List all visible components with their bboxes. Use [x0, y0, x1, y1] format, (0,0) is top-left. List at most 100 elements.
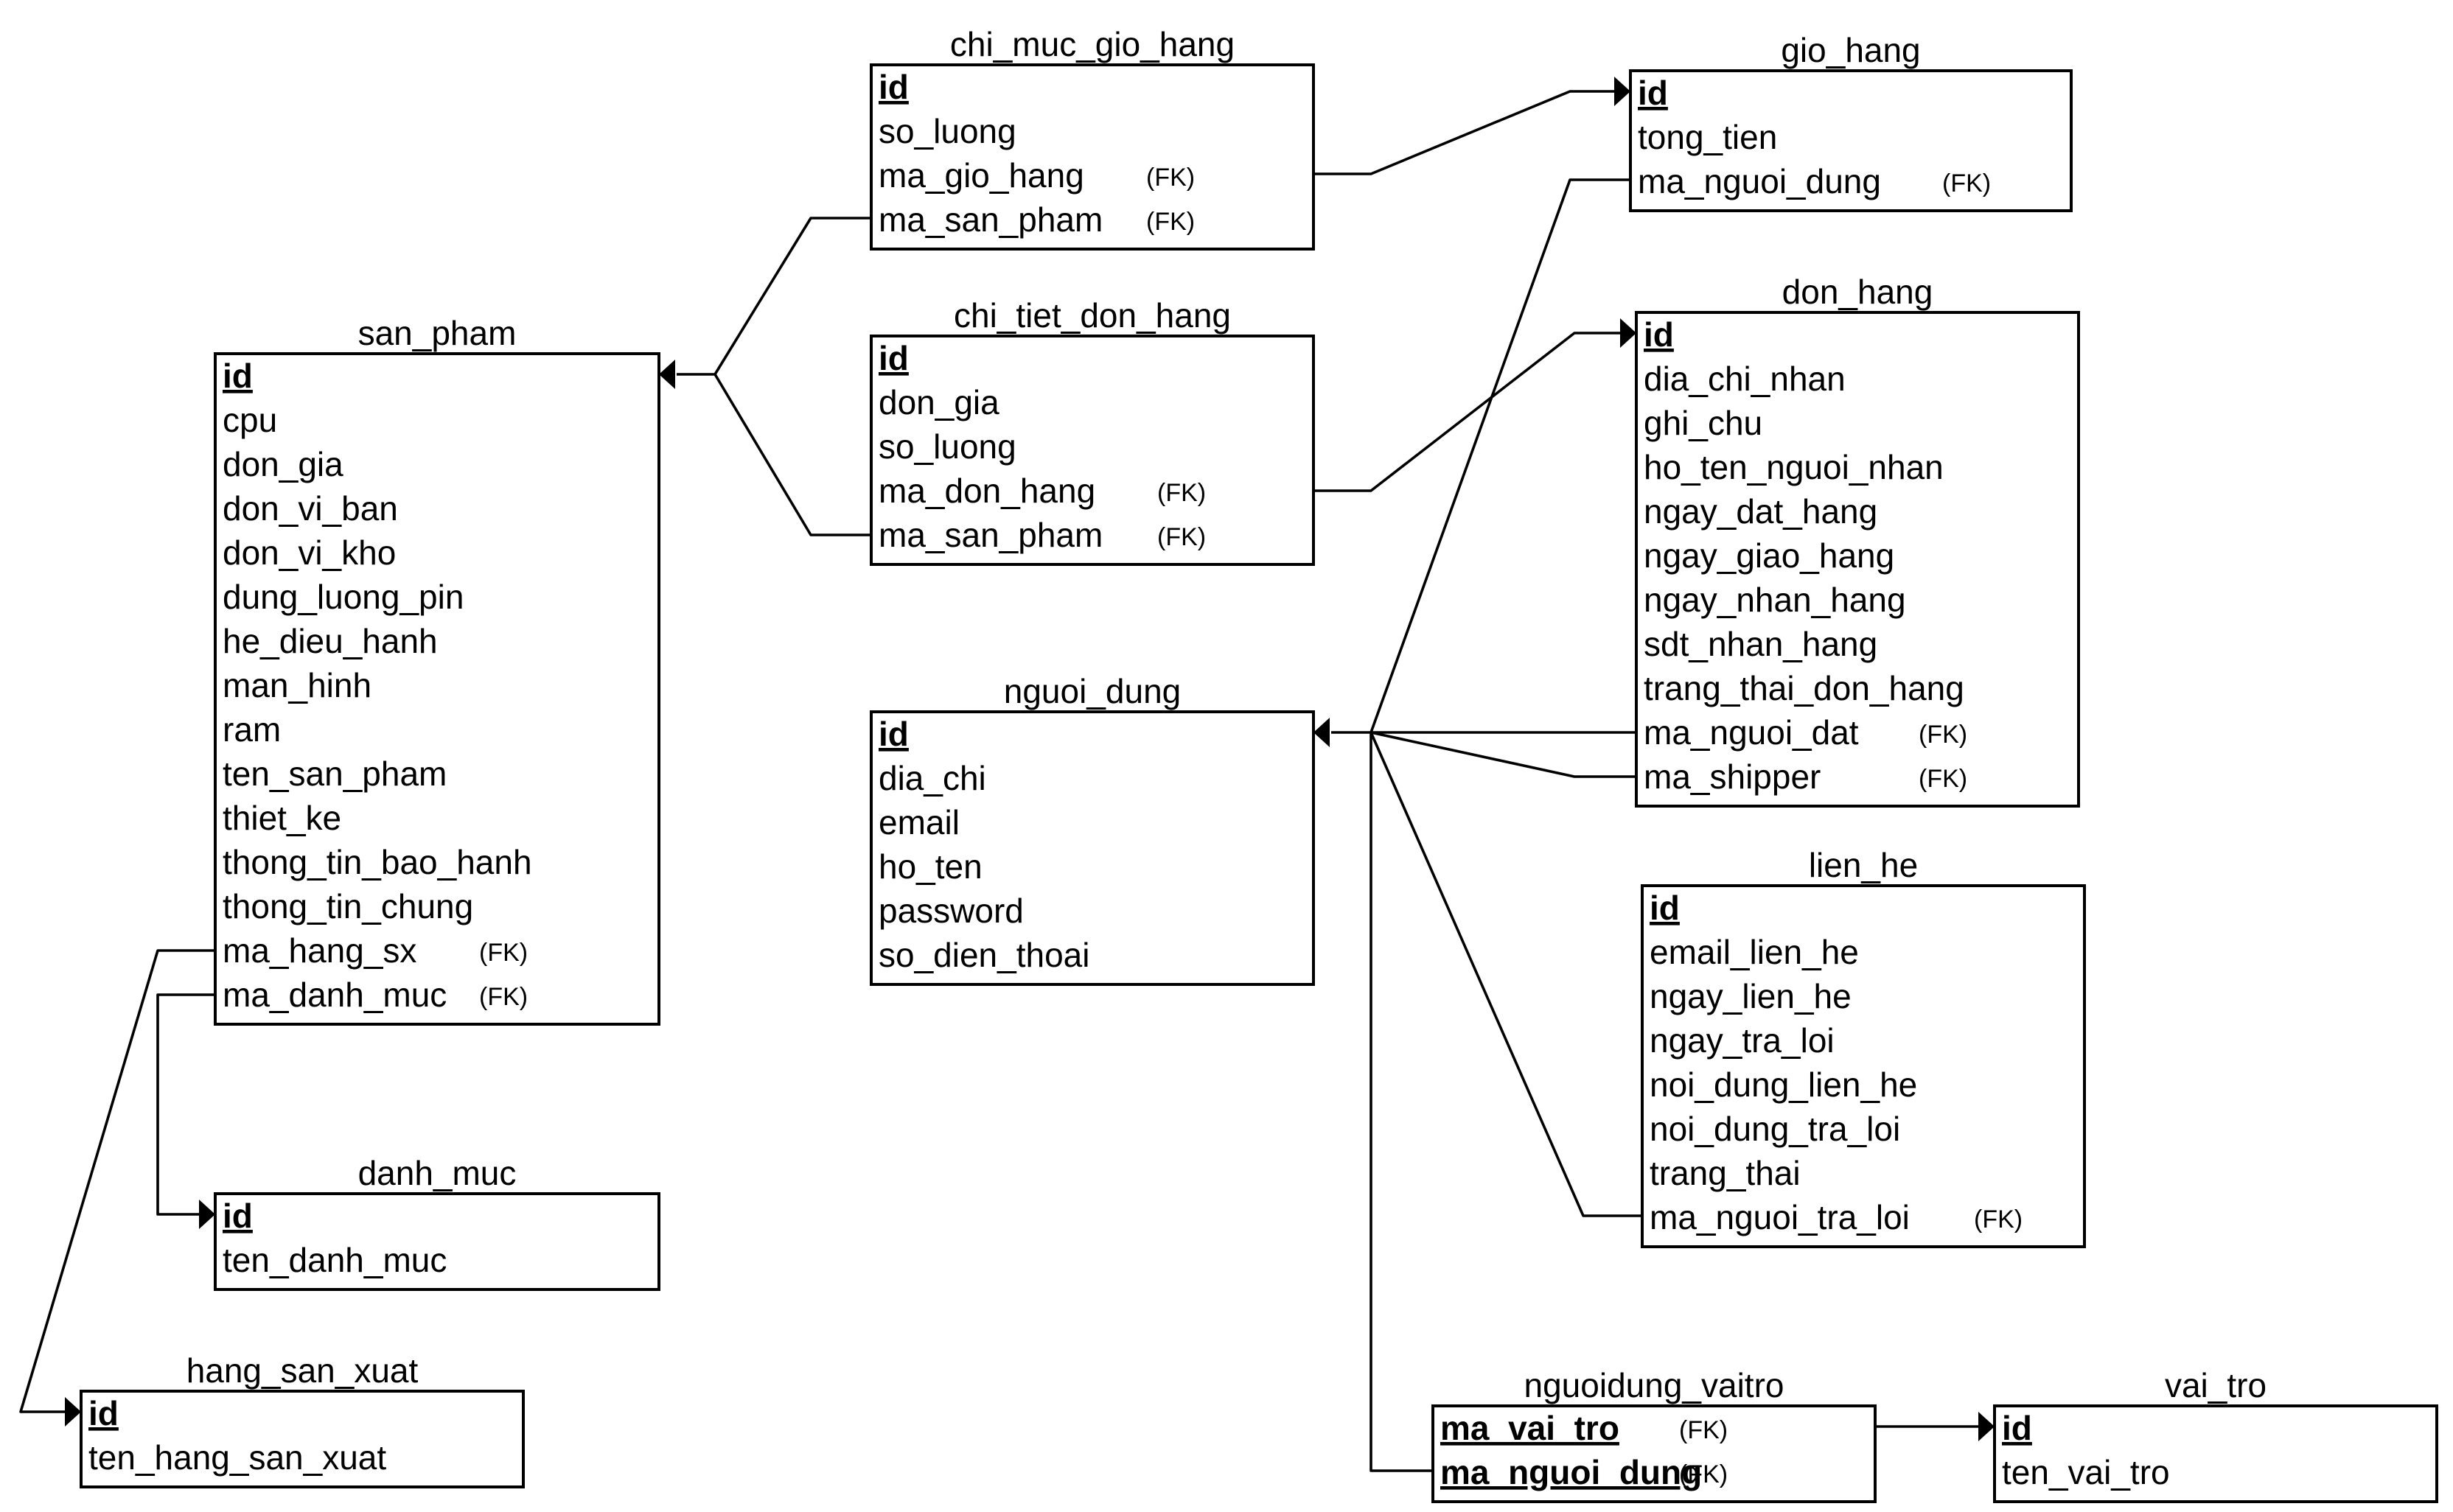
column-name: ngay_nhan_hang — [1644, 581, 1906, 619]
column-name: ngay_dat_hang — [1644, 492, 1877, 531]
column-name: thiet_ke — [223, 799, 341, 837]
column-name: ma_shipper — [1644, 757, 1821, 796]
primary-key-column: ma_nguoi_dung — [1440, 1453, 1702, 1491]
table-chi_tiet_don_hang[interactable]: chi_tiet_don_hangiddon_giaso_luongma_don… — [870, 296, 1315, 566]
column-name: ma_san_pham — [879, 516, 1103, 554]
table-title: hang_san_xuat — [186, 1351, 419, 1390]
primary-key-column: id — [2002, 1409, 2032, 1447]
column-name: ten_hang_san_xuat — [88, 1438, 386, 1477]
column-name: ma_gio_hang — [879, 156, 1084, 195]
table-san_pham[interactable]: san_phamidcpudon_giadon_vi_bandon_vi_kho… — [214, 314, 660, 1026]
arrow-head-icon — [659, 360, 675, 389]
primary-key-column: id — [88, 1394, 119, 1432]
fk-marker: (FK) — [1919, 765, 1967, 793]
column-name: ngay_tra_loi — [1650, 1021, 1835, 1060]
arrow-head-icon — [65, 1397, 81, 1427]
table-don_hang[interactable]: don_hangiddia_chi_nhanghi_chuho_ten_nguo… — [1635, 273, 2080, 808]
table-title: nguoi_dung — [1004, 672, 1181, 710]
column-name: ngay_lien_he — [1650, 977, 1852, 1015]
column-name: so_luong — [879, 427, 1016, 466]
column-name: ten_san_pham — [223, 755, 447, 793]
relationship-lines — [19, 77, 1995, 1472]
primary-key-column: id — [879, 68, 909, 106]
table-title: gio_hang — [1781, 31, 1920, 69]
fk-marker: (FK) — [1157, 523, 1206, 551]
table-title: don_hang — [1782, 273, 1933, 311]
column-name: ho_ten_nguoi_nhan — [1644, 448, 1944, 486]
column-name: trang_thai — [1650, 1154, 1801, 1192]
column-name: ho_ten — [879, 847, 983, 886]
table-box — [1641, 884, 2086, 1248]
column-name: password — [879, 892, 1024, 930]
primary-key-column: id — [223, 1197, 253, 1235]
primary-key-column: id — [1644, 315, 1674, 354]
column-name: noi_dung_tra_loi — [1650, 1110, 1900, 1148]
fk-marker: (FK) — [1974, 1205, 2023, 1233]
relationship-line-lien_he-ma_nguoi_tra_loi-to-nguoi_dung-id — [1369, 732, 1642, 1217]
column-name: dung_luong_pin — [223, 578, 464, 616]
column-name: he_dieu_hanh — [223, 622, 438, 660]
primary-key-column: ma_vai_tro — [1440, 1409, 1619, 1447]
arrow-head-icon — [1614, 77, 1630, 106]
column-name: thong_tin_bao_hanh — [223, 843, 532, 881]
column-name: tong_tien — [1638, 118, 1777, 156]
column-name: man_hinh — [223, 666, 371, 704]
arrow-head-icon — [1620, 318, 1636, 348]
column-name: sdt_nhan_hang — [1644, 625, 1877, 663]
column-name: don_vi_ban — [223, 489, 398, 528]
relationship-line-san_pham-ma_hang_sx-to-hang_san_xuat-id — [19, 949, 215, 1413]
column-name: ma_nguoi_dung — [1638, 162, 1881, 200]
table-nguoi_dung[interactable]: nguoi_dungiddia_chiemailho_tenpasswordso… — [870, 672, 1315, 986]
fk-marker: (FK) — [1679, 1416, 1728, 1444]
table-box — [870, 63, 1315, 251]
fk-marker: (FK) — [1919, 721, 1967, 749]
column-name: noi_dung_lien_he — [1650, 1065, 1917, 1104]
column-name: ma_nguoi_tra_loi — [1650, 1198, 1910, 1236]
column-name: don_vi_kho — [223, 533, 396, 572]
primary-key-column: id — [879, 715, 909, 753]
table-box — [1629, 69, 2073, 212]
column-name: ngay_giao_hang — [1644, 536, 1894, 575]
table-nguoidung_vaitro[interactable]: nguoidung_vaitroma_vai_tro(FK)ma_nguoi_d… — [1431, 1366, 1877, 1503]
entity-tables: chi_muc_gio_hangidso_luongma_gio_hang(FK… — [80, 25, 2438, 1503]
table-box — [870, 335, 1315, 566]
column-name: so_luong — [879, 112, 1016, 150]
relationship-line-don_hang-ma_shipper-to-nguoi_dung-id — [1370, 731, 1636, 778]
column-name: ten_danh_muc — [223, 1241, 447, 1279]
table-chi_muc_gio_hang[interactable]: chi_muc_gio_hangidso_luongma_gio_hang(FK… — [870, 25, 1315, 251]
column-name: ghi_chu — [1644, 404, 1762, 442]
column-name: email — [879, 803, 960, 841]
column-name: ram — [223, 710, 281, 749]
fk-marker: (FK) — [1146, 208, 1195, 236]
table-box — [1635, 311, 2080, 808]
fk-marker: (FK) — [1679, 1460, 1728, 1488]
column-name: don_gia — [879, 383, 999, 421]
table-lien_he[interactable]: lien_heidemail_lien_hengay_lien_hengay_t… — [1641, 846, 2086, 1248]
column-name: trang_thai_don_hang — [1644, 669, 1964, 707]
table-title: lien_he — [1809, 846, 1918, 884]
table-title: nguoidung_vaitro — [1524, 1366, 1784, 1404]
fk-marker: (FK) — [1942, 169, 1991, 197]
column-name: ma_danh_muc — [223, 976, 447, 1014]
arrow-head-icon — [199, 1200, 215, 1229]
table-box — [214, 352, 660, 1026]
table-title: vai_tro — [2165, 1366, 2267, 1404]
relationship-line-chi_muc_gio_hang-ma_san_pham-to-san_pham-id — [677, 217, 871, 376]
table-title: chi_tiet_don_hang — [954, 296, 1231, 335]
column-name: thong_tin_chung — [223, 887, 473, 925]
fk-marker: (FK) — [479, 939, 528, 967]
relationship-line-chi_tiet_don_hang-ma_don_hang-to-don_hang-id — [1313, 332, 1620, 492]
relationship-line-chi_muc_gio_hang-ma_gio_hang-to-gio_hang-id — [1313, 90, 1614, 175]
column-name: cpu — [223, 401, 277, 439]
relationship-line-nguoidung_vaitro-ma_nguoi_dung-to-nguoi_dung-id — [1369, 732, 1433, 1472]
relationship-line-chi_tiet_don_hang-ma_san_pham-to-san_pham-id — [713, 374, 871, 536]
column-name: ma_san_pham — [879, 200, 1103, 239]
table-box — [214, 1192, 660, 1291]
column-name: email_lien_he — [1650, 933, 1859, 971]
fk-marker: (FK) — [1157, 479, 1206, 507]
